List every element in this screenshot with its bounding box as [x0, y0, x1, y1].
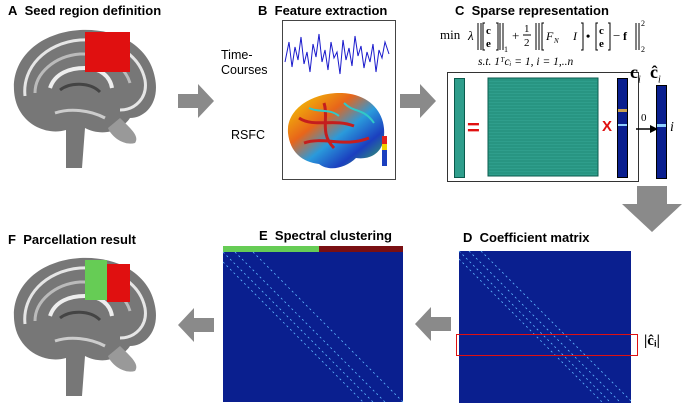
abs-c-hat-label: |ĉᵢ| — [644, 333, 660, 349]
equals-sign: = — [467, 115, 480, 140]
panel-c-title: C Sparse representation — [455, 3, 609, 18]
gray-arrow-icon — [400, 84, 436, 118]
zero-label: 0 — [641, 112, 647, 124]
svg-text:1: 1 — [524, 23, 530, 35]
seed-region — [85, 32, 130, 72]
c-i-label: ci — [630, 62, 641, 86]
cluster-bar-red — [319, 246, 403, 252]
svg-text:c: c — [486, 25, 491, 37]
svg-text:−: − — [613, 28, 620, 43]
svg-text:2: 2 — [524, 37, 530, 49]
panel-b-title: B Feature extraction — [258, 3, 388, 18]
brain-sagittal-image-f — [13, 257, 156, 396]
rsfc-label: RSFC — [231, 128, 266, 142]
gray-arrow-icon — [415, 307, 451, 341]
i-label: i — [670, 120, 674, 135]
coef-vector — [617, 78, 628, 178]
svg-text:F: F — [545, 29, 554, 43]
panel-a-title: A Seed region definition — [8, 3, 162, 18]
matrix-diagonal — [458, 250, 612, 404]
constraint-formula: s.t. 1ᵀcᵢ = 1, i = 1,..n — [478, 56, 574, 68]
svg-text:2: 2 — [641, 45, 645, 54]
parcel-red — [107, 264, 130, 302]
svg-text:•: • — [586, 29, 590, 43]
matrix-diagonal — [222, 251, 374, 403]
timecourses-label: Time-Courses — [221, 48, 268, 77]
gray-arrow-icon — [178, 84, 214, 118]
objective-formula: λ c e 1 + 1 2 F N I • c e − f 2 2 — [467, 19, 645, 54]
matrix-diagonal — [234, 251, 386, 403]
coefficient-matrix — [458, 250, 632, 404]
panel-d-title: D Coefficient matrix — [463, 230, 590, 245]
matrix-diagonal — [458, 258, 604, 404]
gray-arrow-icon — [178, 308, 214, 342]
matrix-diagonal — [480, 250, 632, 402]
clustered-matrix — [222, 251, 404, 403]
selected-row-box — [456, 334, 638, 356]
parcel-green — [85, 260, 107, 300]
c-hat-vector — [656, 85, 667, 179]
svg-text:e: e — [599, 38, 604, 50]
c-hat-label: ĉi — [650, 62, 661, 86]
feature-vector — [454, 78, 465, 178]
matrix-diagonal — [468, 250, 622, 404]
svg-text:c: c — [599, 25, 604, 37]
brain-surface-image — [287, 92, 387, 169]
matrix-diagonal — [252, 251, 404, 403]
svg-text:1: 1 — [504, 45, 508, 54]
times-sign: X — [602, 118, 613, 135]
panel-f-title: F Parcellation result — [8, 232, 136, 247]
min-label: min — [440, 27, 461, 42]
svg-text:λ: λ — [467, 28, 474, 43]
cluster-bar-green — [223, 246, 319, 252]
svg-text:f: f — [623, 29, 628, 43]
svg-text:I: I — [572, 29, 578, 43]
svg-text:N: N — [553, 37, 559, 45]
svg-text:2: 2 — [641, 19, 645, 28]
svg-text:+: + — [512, 28, 519, 43]
panel-e-title: E Spectral clustering — [259, 228, 392, 243]
svg-text:e: e — [486, 38, 491, 50]
timecourse-plot — [284, 33, 390, 75]
brain-sagittal-image-a — [13, 29, 156, 168]
gray-arrow-icon — [622, 186, 682, 232]
zero-arrow-icon — [636, 125, 658, 133]
equation-box — [447, 72, 639, 182]
dictionary-matrix — [487, 77, 599, 177]
